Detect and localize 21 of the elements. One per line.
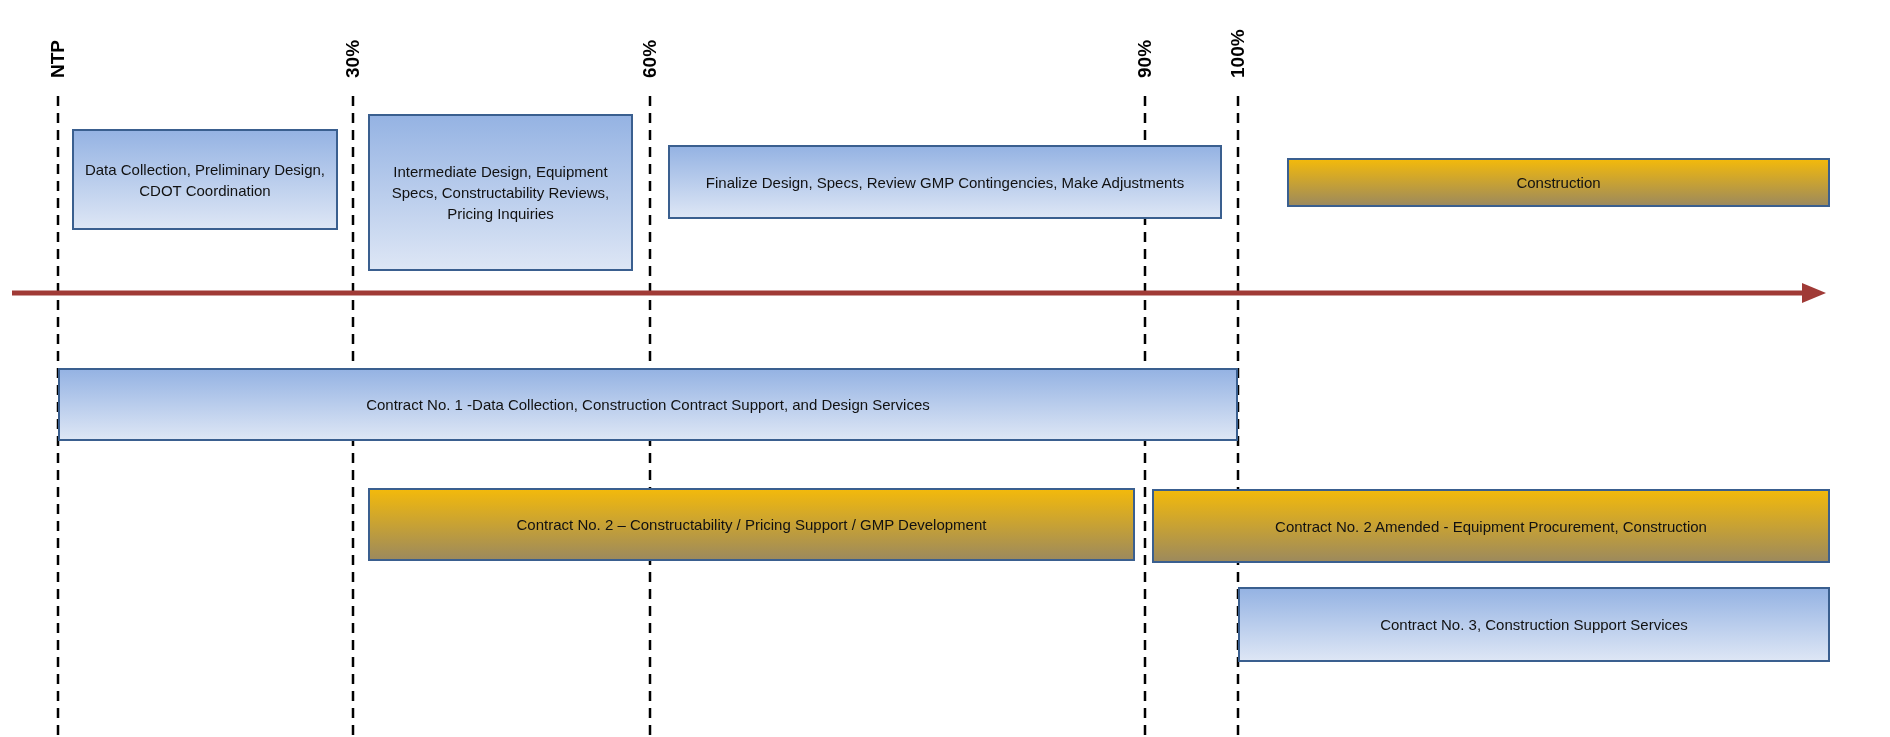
milestone-label: 30% (342, 39, 364, 78)
task-label: Contract No. 3, Construction Support Services (1380, 615, 1688, 635)
milestone-label: NTP (47, 40, 69, 78)
task-label: Contract No. 2 – Constructability / Pricing Support / GMP Development (516, 515, 987, 535)
milestone-label: 100% (1227, 29, 1249, 78)
task-bar (1287, 158, 1830, 207)
task-bar (58, 368, 1238, 441)
task-bar (668, 145, 1222, 219)
task-label: Intermediate Design, Equipment Specs, Constructability Reviews, Pricing Inquiries (390, 162, 611, 224)
milestone-label: 60% (639, 39, 661, 78)
task-label: Contract No. 1 -Data Collection, Construction Contract Support, and Design Services (366, 395, 930, 415)
milestone-label: 90% (1134, 39, 1156, 78)
task-label: Data Collection, Preliminary Design, CDOT Coordination (84, 159, 326, 201)
task-label: Contract No. 2 Amended - Equipment Procurement, Construction (1275, 516, 1707, 537)
task-label: Finalize Design, Specs, Review GMP Contingencies, Make Adjustments (705, 172, 1185, 193)
task-bar (368, 488, 1135, 561)
task-bar (368, 114, 633, 271)
task-bar (1152, 489, 1830, 563)
task-label: Construction (1516, 173, 1601, 193)
task-bar (1238, 587, 1830, 662)
task-bar (72, 129, 338, 230)
